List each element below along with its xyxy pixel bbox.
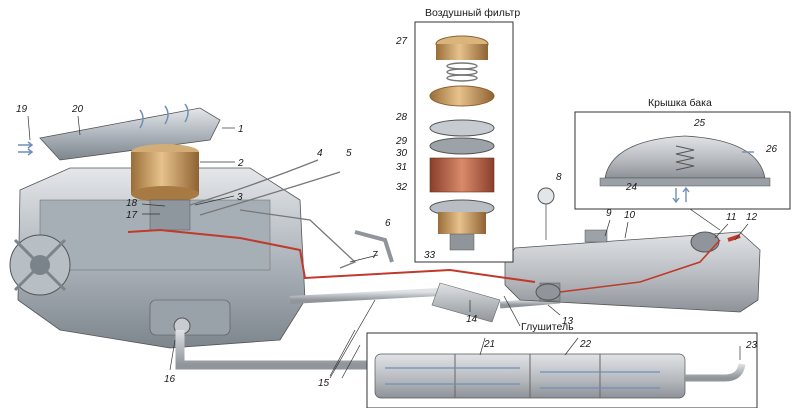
air-filter-title: Воздушный фильтр <box>425 7 520 19</box>
callout-29: 29 <box>395 136 408 147</box>
engine <box>9 167 306 349</box>
callout-10: 10 <box>624 210 636 221</box>
callout-15: 15 <box>318 378 330 389</box>
callout-27: 27 <box>395 36 408 47</box>
air-filter-inset <box>414 21 514 263</box>
controls <box>189 159 394 269</box>
muffler-title: Глушитель <box>521 321 574 333</box>
fuel-pump <box>535 283 561 301</box>
callout-20: 20 <box>71 104 84 115</box>
tank-cap-inset <box>574 111 791 231</box>
tank-cap-title: Крышка бака <box>648 97 712 109</box>
callout-32: 32 <box>396 182 408 193</box>
callout-5: 5 <box>346 148 352 159</box>
callout-23: 23 <box>745 340 758 351</box>
callout-2: 2 <box>237 158 244 169</box>
fuel-gauge <box>537 187 555 240</box>
callout-30: 30 <box>396 148 408 159</box>
leader-lines <box>27 115 749 379</box>
callout-9: 9 <box>606 208 612 219</box>
callout-3: 3 <box>237 192 243 203</box>
callout-33: 33 <box>424 250 436 261</box>
callout-22: 22 <box>579 339 592 350</box>
callout-18: 18 <box>126 198 138 209</box>
callout-12: 12 <box>746 212 758 223</box>
callout-24: 24 <box>625 182 638 193</box>
callout-17: 17 <box>126 210 138 221</box>
callout-13: 13 <box>562 316 574 327</box>
callout-25: 25 <box>693 118 706 129</box>
callout-8: 8 <box>556 172 562 183</box>
exhaust-system <box>175 282 561 370</box>
muffler-inset <box>366 332 758 408</box>
callout-16: 16 <box>164 374 176 385</box>
callout-11: 11 <box>726 212 736 223</box>
callout-31: 31 <box>396 162 407 173</box>
callout-4: 4 <box>317 148 323 159</box>
callout-26: 26 <box>765 144 778 155</box>
callout-21: 21 <box>483 339 495 350</box>
callout-14: 14 <box>466 314 478 325</box>
callout-7: 7 <box>372 250 378 261</box>
callout-6: 6 <box>385 218 391 229</box>
air-intake <box>18 103 221 161</box>
callout-19: 19 <box>16 104 28 115</box>
callout-1: 1 <box>238 124 244 135</box>
air-cleaner-housing <box>131 144 199 231</box>
callout-28: 28 <box>395 112 408 123</box>
